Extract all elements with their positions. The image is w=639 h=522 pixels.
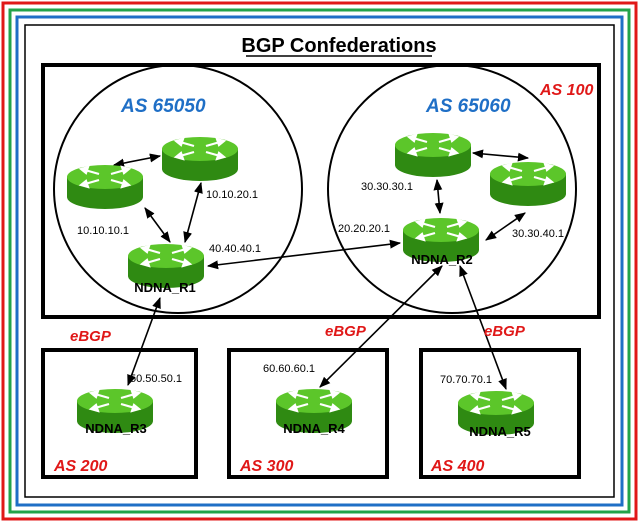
as-300-box	[227, 348, 389, 479]
as-65050-circle	[53, 64, 303, 314]
as-65050-label: AS 65050	[120, 96, 206, 117]
ip-40-40-40-1: 40.40.40.1	[209, 243, 261, 255]
outer-border-blue	[15, 15, 624, 507]
router-left-icon	[65, 163, 145, 211]
link-r2-top-router	[433, 178, 444, 215]
as-100-label: AS 100	[539, 82, 593, 99]
as-200-label: AS 200	[53, 458, 107, 475]
ip-70-70-70-1: 70.70.70.1	[440, 374, 492, 386]
ebgp-label-right: eBGP	[484, 323, 526, 340]
ip-60-60-60-1: 60.60.60.1	[263, 363, 315, 375]
as-65060-circle	[327, 64, 577, 314]
router-top-right-a-icon	[393, 131, 473, 179]
link-left-top-router	[112, 153, 162, 168]
ip-30-30-30-1: 30.30.30.1	[361, 181, 413, 193]
router-top-icon	[160, 135, 240, 183]
outer-border-green	[8, 8, 631, 514]
link-right-router-r2	[485, 212, 526, 241]
router-r5-label: NDNA_R5	[469, 424, 530, 439]
as-400-label: AS 400	[430, 458, 484, 475]
ip-30-30-40-1: 30.30.40.1	[512, 228, 564, 240]
diagram-title: BGP Confederations	[241, 35, 436, 57]
router-r1-label: NDNA_R1	[134, 280, 195, 295]
router-r4-label: NDNA_R4	[283, 421, 345, 436]
link-r1-r2	[206, 239, 402, 270]
link-top-router-r1	[183, 181, 203, 244]
router-r3-label: NDNA_R3	[85, 421, 146, 436]
ip-20-20-20-1: 20.20.20.1	[338, 223, 390, 235]
outer-border-inner	[24, 24, 615, 498]
ip-10-10-10-1: 10.10.10.1	[77, 225, 129, 237]
as-65060-label: AS 65060	[425, 96, 511, 117]
link-r2-r5	[459, 264, 507, 391]
as-300-label: AS 300	[239, 458, 293, 475]
link-r1-r3	[127, 296, 161, 387]
as-200-box	[41, 348, 198, 479]
connections	[112, 149, 530, 391]
link-top-router-right-router	[471, 149, 530, 162]
router-top-right-b-icon	[488, 160, 568, 208]
link-r2-r4	[319, 265, 443, 388]
link-left-router-r1	[144, 207, 171, 243]
ebgp-label-middle: eBGP	[325, 323, 367, 340]
ebgp-label-left: eBGP	[70, 328, 112, 345]
router-r2-label: NDNA_R2	[411, 252, 472, 267]
ip-10-10-20-1: 10.10.20.1	[206, 189, 258, 201]
ip-50-50-50-1: 50.50.50.1	[130, 373, 182, 385]
